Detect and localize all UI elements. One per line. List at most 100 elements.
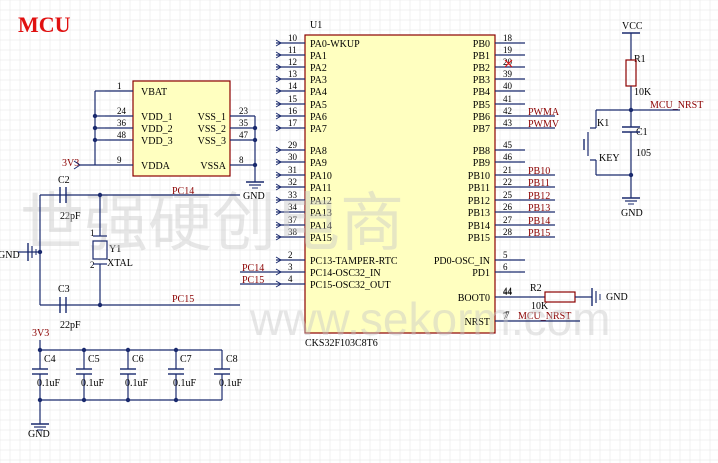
cap-value: 0.1uF (81, 378, 105, 389)
c3-value: 22pF (60, 320, 81, 331)
y1-ref: Y1 (109, 244, 121, 255)
u1-pin-number: 46 (503, 152, 513, 162)
u1-pin-name: BOOT0 (458, 293, 490, 304)
u1-pin-name: PC14-OSC32_IN (310, 268, 381, 279)
reset-circuit: VCC R1 10K MCU_NRST K1 KEY C1 105 GND (597, 21, 703, 219)
u1-pin-name: PB8 (473, 146, 490, 157)
power-pin-number: 8 (239, 155, 244, 165)
boot-circuit: 44 R2 10K GND 7 MCU_NRST (503, 283, 628, 322)
u1-pin-number: 31 (288, 165, 297, 175)
u1-pin-number: 2 (288, 250, 293, 260)
u1-pin-number: 6 (503, 262, 508, 272)
net-pc14-crystal: PC14 (172, 186, 194, 197)
c1-value: 105 (636, 148, 651, 159)
u1-pin-number: 27 (503, 215, 513, 225)
u1-pin-name: PA3 (310, 75, 327, 86)
net-label-pwma: PWMA (528, 107, 560, 118)
pin-arrow-icon (275, 171, 282, 179)
junction-dot (125, 397, 131, 403)
power-pin-number: 35 (239, 118, 249, 128)
junction-dot (81, 397, 87, 403)
pin-arrow-icon (275, 124, 282, 132)
u1-pin-number: 20 (503, 57, 513, 67)
u1-pin-name: PD1 (472, 268, 490, 279)
u1-pin-number: 30 (288, 152, 298, 162)
power-pin-number: 24 (117, 106, 127, 116)
pin-arrow-icon (275, 100, 282, 108)
u1-pin-name: PA13 (310, 208, 332, 219)
cap-ref: C6 (132, 354, 144, 365)
boot-pin-num: 44 (503, 286, 513, 296)
junction-dot (173, 397, 179, 403)
u1-pin-number: 17 (288, 118, 298, 128)
u1-pin-number: 40 (503, 81, 513, 91)
power-supply-label: 3V3 (62, 158, 79, 169)
u1-pin-number: 19 (503, 45, 513, 55)
u1-left-pins: 10PA0-WKUP11PA112PA213PA314PA415PA516PA6… (240, 33, 398, 291)
power-pin-name: VDD_3 (141, 136, 173, 147)
u1-pin-number: 15 (288, 94, 298, 104)
u1-pin-number: 13 (288, 69, 298, 79)
u1-pin-number: 26 (503, 202, 513, 212)
u1-pin-number: 32 (288, 177, 297, 187)
u1-pin-number: 33 (288, 190, 298, 200)
u1-pin-name: PB10 (468, 171, 490, 182)
u1-pin-number: 22 (503, 177, 512, 187)
net-pc15-crystal: PC15 (172, 294, 194, 305)
junction-dot (37, 397, 43, 403)
u1-pin-number: 4 (288, 274, 293, 284)
u1-pin-name: PA8 (310, 146, 327, 157)
pin-arrow-icon (275, 158, 282, 166)
k1-ref: K1 (597, 118, 609, 129)
u1-pin-name: PB2 (473, 63, 490, 74)
u1-pin-name: PB5 (473, 100, 490, 111)
u1-pin-number: 44 (503, 287, 513, 297)
u1-ref: U1 (310, 20, 322, 31)
u1-pin-number: 37 (288, 215, 298, 225)
u1-body (304, 34, 496, 334)
junction-dot (252, 125, 258, 131)
u1-pin-name: PC13-TAMPER-RTC (310, 256, 398, 267)
junction-dot (97, 302, 103, 308)
u1-pin-number: 7 (503, 311, 508, 321)
u1-pin-number: 16 (288, 106, 298, 116)
u1-pin-name: PA14 (310, 221, 332, 232)
c2-value: 22pF (60, 211, 81, 222)
r2-value: 10K (531, 301, 549, 312)
power-flag-icon (73, 160, 81, 170)
u1-pin-name: PB11 (468, 183, 490, 194)
u1-chip: U1 CKS32F103C8T6 10PA0-WKUP11PA112PA213P… (240, 20, 560, 349)
u1-pin-number: 25 (503, 190, 513, 200)
u1-pin-number: 3 (288, 262, 293, 272)
u1-pin-name: PB3 (473, 75, 490, 86)
u1-pin-name: PB0 (473, 39, 490, 50)
pin-arrow-icon (275, 233, 282, 241)
pin-arrow-icon (275, 280, 282, 288)
cap-ref: C4 (44, 354, 56, 365)
u1-pin-name: PA1 (310, 51, 327, 62)
pin-arrow-icon (275, 112, 282, 120)
u1-pin-number: 10 (288, 33, 298, 43)
junction-dot (37, 347, 43, 353)
u1-part: CKS32F103C8T6 (305, 338, 378, 349)
c3-ref: C3 (58, 284, 70, 295)
c2-ref: C2 (58, 175, 70, 186)
u1-pin-name: PB15 (468, 233, 490, 244)
pin-arrow-icon (275, 208, 282, 216)
power-pin-number: 1 (117, 81, 122, 91)
u1-pin-number: 38 (288, 227, 298, 237)
pin-arrow-icon (275, 63, 282, 71)
power-pin-number: 48 (117, 130, 127, 140)
junction-dot (125, 347, 131, 353)
u1-pin-name: PA6 (310, 112, 327, 123)
cap-ref: C5 (88, 354, 100, 365)
net-label-pc15: PC15 (242, 275, 264, 286)
cap-value: 0.1uF (37, 378, 61, 389)
net-mcu-nrst-chip: MCU_NRST (518, 311, 571, 322)
r2-ref: R2 (530, 283, 542, 294)
reset-vcc: VCC (622, 21, 643, 32)
u1-pin-name: PD0-OSC_IN (434, 256, 490, 267)
u1-pin-name: PA10 (310, 171, 332, 182)
